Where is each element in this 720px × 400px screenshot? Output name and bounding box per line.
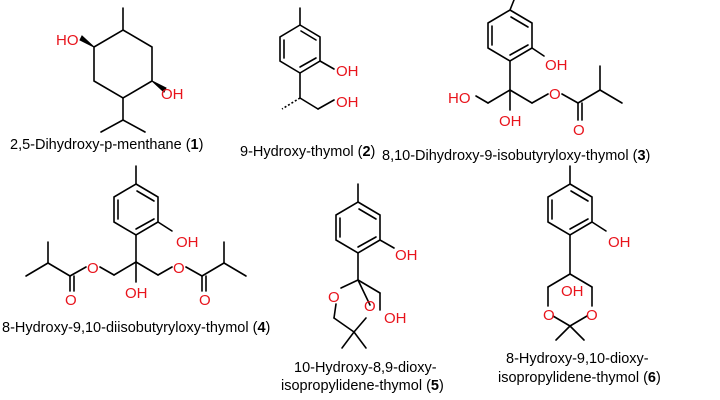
compound-5-ring-o-right-label: O xyxy=(364,298,376,315)
compound-4-center-oh-label: OH xyxy=(125,285,148,302)
compound-5-side-oh-label: OH xyxy=(384,310,407,327)
compound-1-ho-label: HO xyxy=(56,32,79,49)
compound-5-ring-o-left-label: O xyxy=(328,289,340,306)
compound-2-phenol-oh-label: OH xyxy=(336,63,359,80)
compound-6-structure: OH O O OH xyxy=(543,165,631,341)
compound-3-ester-o-label: O xyxy=(549,86,561,103)
compound-4-left-ester-o-label: O xyxy=(87,260,99,277)
compound-4-phenol-oh-label: OH xyxy=(176,234,199,251)
compound-6-caption-line2: isopropylidene-thymol (6) xyxy=(498,370,661,386)
compound-4-caption: 8-Hydroxy-9,10-diisobutyryloxy-thymol (4… xyxy=(2,320,270,336)
compound-3-phenol-oh-label: OH xyxy=(545,57,568,74)
compound-4-right-carbonyl-o-label: O xyxy=(199,292,211,309)
compound-1-caption: 2,5-Dihydroxy-p-menthane (1) xyxy=(10,137,203,153)
compound-5-caption-line1: 10-Hydroxy-8,9-dioxy- xyxy=(294,360,437,376)
compound-3-ho-label: HO xyxy=(448,90,471,107)
compound-1-oh-label: OH xyxy=(161,86,184,103)
compound-3-structure: OH HO OH O O xyxy=(448,0,623,139)
compound-4-right-ester-o-label: O xyxy=(173,260,185,277)
compound-3-caption: 8,10-Dihydroxy-9-isobutyryloxy-thymol (3… xyxy=(382,148,650,164)
compound-2-caption: 9-Hydroxy-thymol (2) xyxy=(240,144,375,160)
compound-2-structure: OH OH xyxy=(279,7,359,111)
compound-6-ring-o-left-label: O xyxy=(543,307,555,324)
compound-4-left-carbonyl-o-label: O xyxy=(65,292,77,309)
compound-1-structure: HO OH xyxy=(56,7,184,133)
compound-3-carbonyl-o-label: O xyxy=(573,122,585,139)
compound-4-structure: OH O O OH O O xyxy=(25,165,247,309)
compound-5-structure: OH O O OH xyxy=(328,183,418,349)
compound-3-center-oh-label: OH xyxy=(499,113,522,130)
compound-5-caption-line2: isopropylidene-thymol (5) xyxy=(281,378,444,394)
compound-2-side-oh-label: OH xyxy=(336,94,359,111)
compound-6-ring-o-right-label: O xyxy=(586,307,598,324)
compound-6-caption-line1: 8-Hydroxy-9,10-dioxy- xyxy=(506,351,649,367)
compound-6-center-oh-label: OH xyxy=(561,283,584,300)
compound-5-phenol-oh-label: OH xyxy=(395,247,418,264)
compound-6-phenol-oh-label: OH xyxy=(608,234,631,251)
